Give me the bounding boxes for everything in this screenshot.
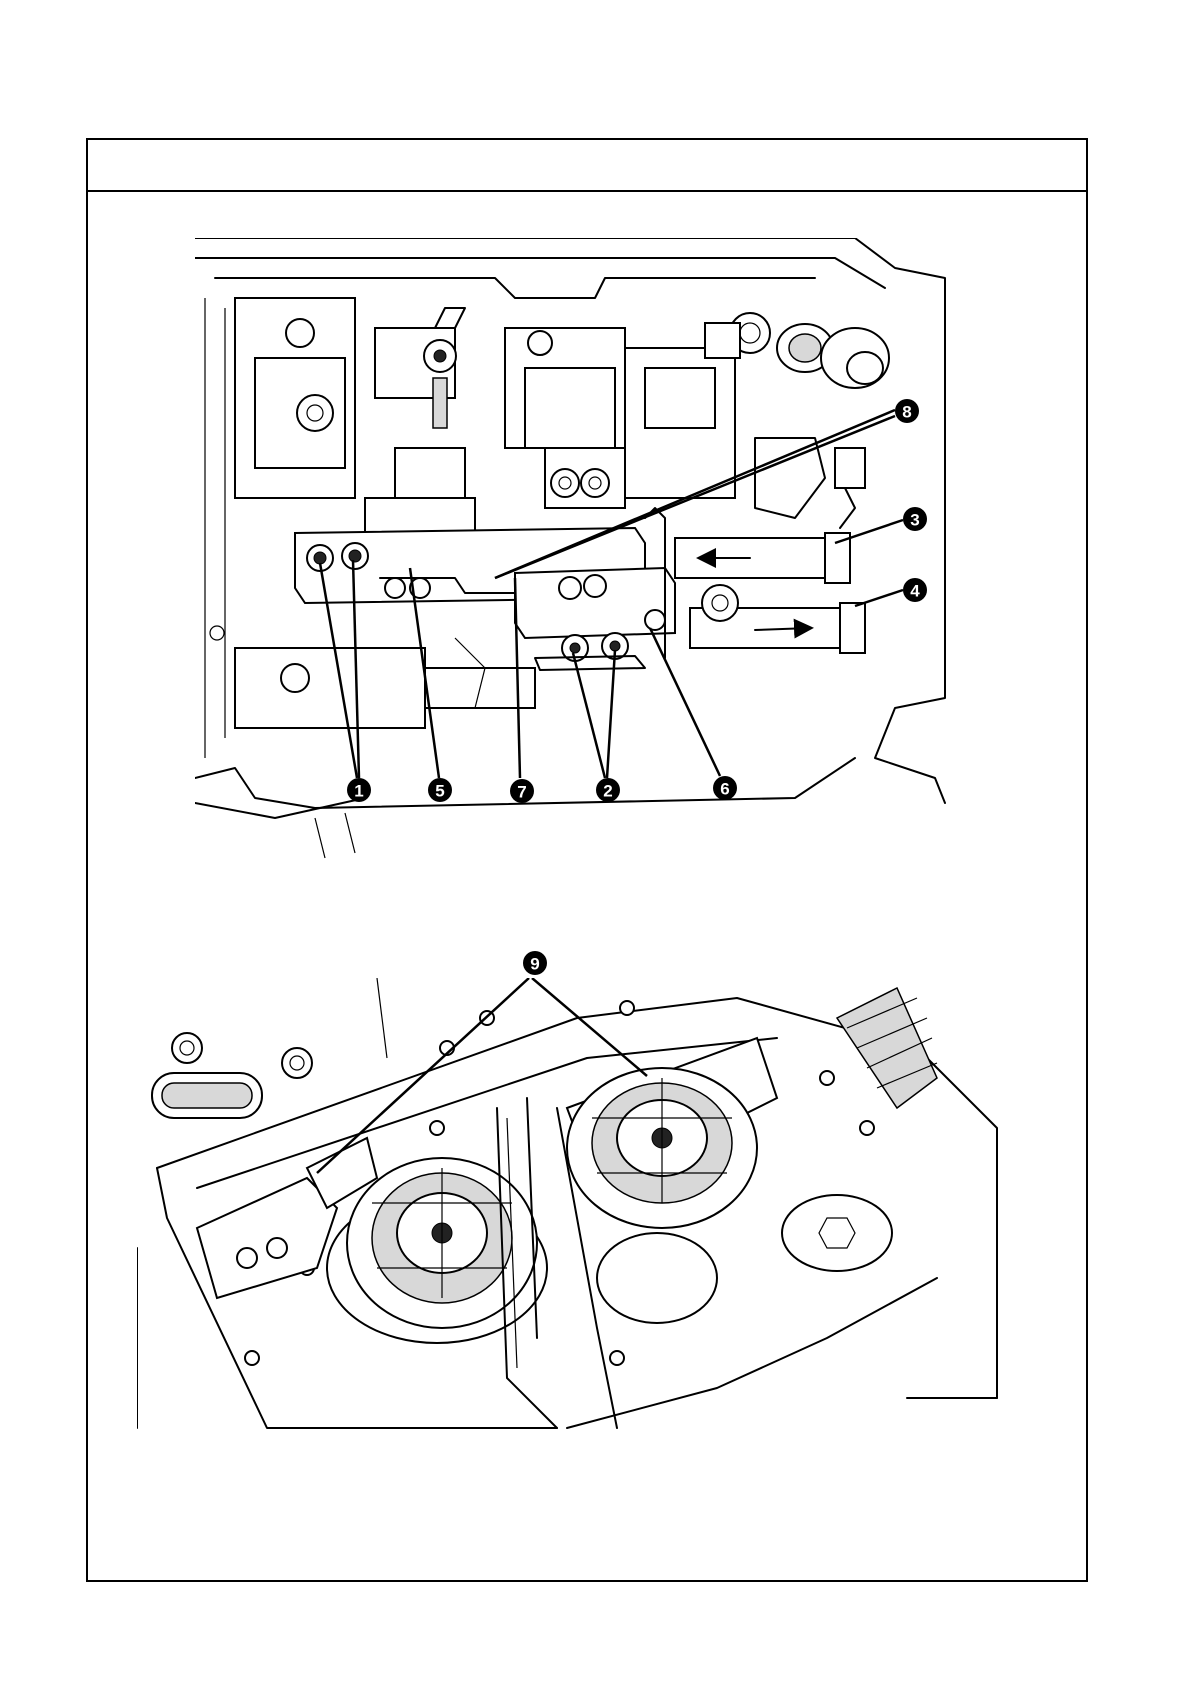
- callout-6: 6: [713, 776, 737, 800]
- callout-5: 5: [428, 778, 452, 802]
- callout-3: 3: [903, 507, 927, 531]
- svg-text:8: 8: [902, 403, 911, 422]
- mechanism-illustration-top: 1 5 7 2 6 8 3 4: [195, 238, 975, 868]
- gear-rack: [837, 988, 937, 1108]
- slide-bar-6: [515, 568, 675, 670]
- header-divider: [86, 190, 1088, 192]
- mechanism-illustration-bottom: [137, 978, 1017, 1463]
- svg-text:4: 4: [910, 582, 920, 601]
- callout-2: 2: [596, 778, 620, 802]
- svg-text:2: 2: [603, 782, 612, 801]
- callout-8: 8: [895, 399, 919, 423]
- svg-text:1: 1: [354, 782, 363, 801]
- svg-text:9: 9: [530, 955, 539, 974]
- callout-1: 1: [347, 778, 371, 802]
- svg-text:7: 7: [517, 783, 526, 802]
- svg-text:6: 6: [720, 780, 729, 799]
- callout-4: 4: [903, 578, 927, 602]
- rotary-hook-right: [567, 1038, 777, 1323]
- svg-text:5: 5: [435, 782, 444, 801]
- air-cylinders: [645, 508, 865, 658]
- lower-base: [210, 626, 535, 858]
- svg-text:3: 3: [910, 511, 919, 530]
- callout-7: 7: [510, 779, 534, 803]
- upper-brackets: [365, 308, 770, 538]
- callout-9: 9: [520, 948, 550, 978]
